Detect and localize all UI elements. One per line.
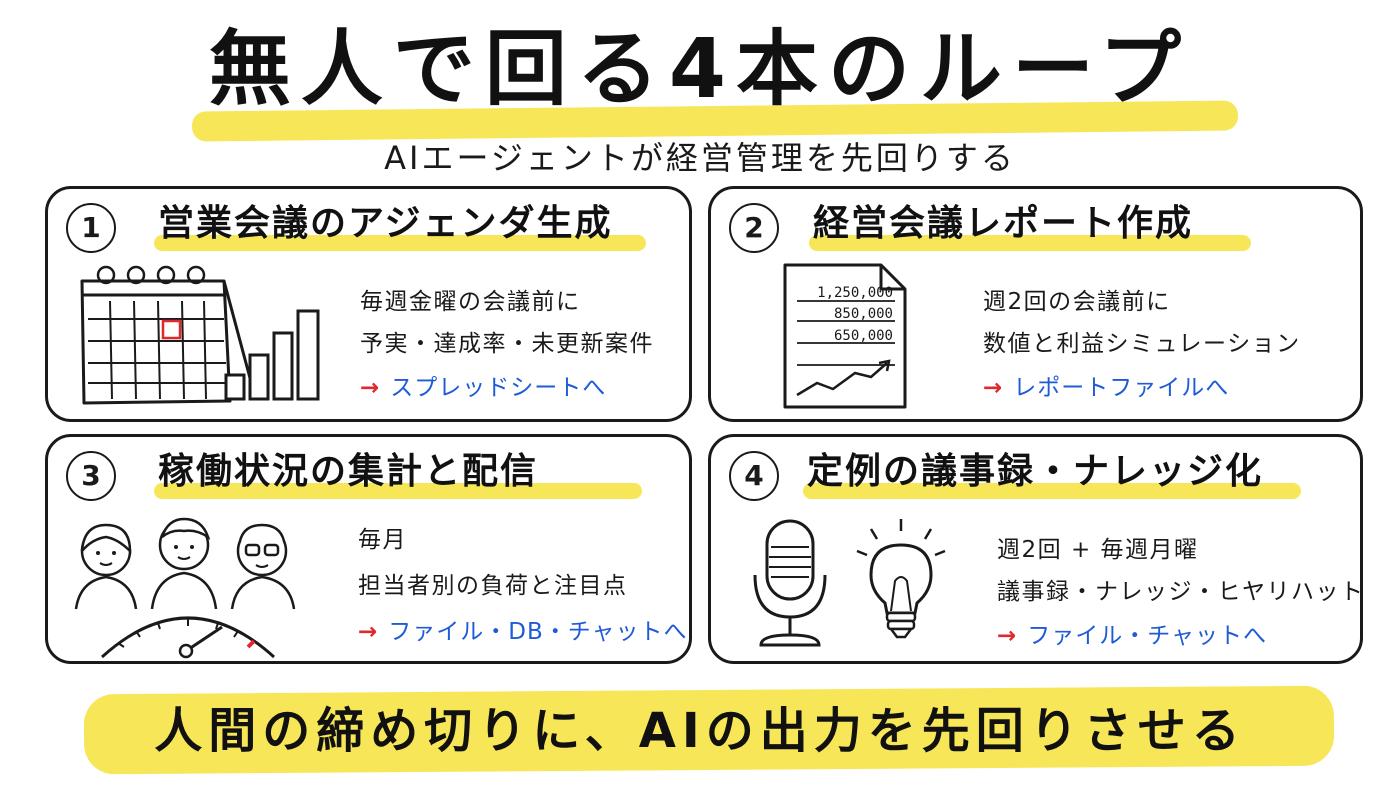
report-value-1: 1,250,000	[817, 285, 893, 301]
footer-tagline: 人間の締め切りに、AIの出力を先回りさせる	[154, 703, 1246, 759]
card-4-line-1: 週2回 + 毎週月曜	[997, 537, 1199, 563]
loop-card-4: 4 定例の議事録・ナレッジ化 週2回 + 毎週月曜 議事録・ナレッジ・ヒヤリハッ…	[708, 434, 1363, 664]
arrow-icon: →	[983, 375, 1004, 401]
card-heading-highlight-4	[803, 483, 1301, 499]
card-heading-1: 営業会議のアジェンダ生成	[158, 203, 613, 244]
arrow-icon: →	[358, 619, 379, 645]
card-4-line-2: 議事録・ナレッジ・ヒヤリハット	[997, 579, 1365, 605]
card-number-4: 4	[729, 451, 779, 501]
calendar-icon	[80, 265, 256, 405]
gauge-icon	[100, 616, 276, 659]
card-1-line-1: 毎週金曜の会議前に	[360, 289, 581, 315]
card-heading-2: 経営会議レポート作成	[813, 203, 1194, 244]
report-value-3: 650,000	[834, 328, 893, 344]
card-2-line-1: 週2回の会議前に	[983, 289, 1171, 315]
card-3-line-1: 毎月	[358, 527, 407, 553]
card-2-line-2: 数値と利益シミュレーション	[983, 331, 1301, 357]
card-3-link[interactable]: → ファイル・DB・チャットへ	[358, 617, 688, 647]
card-2-link[interactable]: → レポートファイルへ	[983, 373, 1229, 403]
card-number-2: 2	[729, 203, 779, 253]
card-1-line-2: 予実・達成率・未更新案件	[360, 331, 654, 357]
arrow-icon: →	[360, 375, 381, 401]
lightbulb-icon	[856, 519, 946, 639]
card-number-3: 3	[66, 451, 116, 501]
card-4-link-text[interactable]: ファイル・チャットへ	[1027, 623, 1268, 649]
card-heading-highlight-2	[809, 235, 1251, 251]
page-subtitle: AIエージェントが経営管理を先回りする	[384, 139, 1016, 177]
people-icon	[74, 517, 296, 610]
card-number-1: 1	[66, 203, 116, 253]
card-2-link-text[interactable]: レポートファイルへ	[1013, 375, 1230, 401]
report-value-2: 850,000	[834, 306, 893, 322]
loop-card-3: 3 稼働状況の集計と配信	[45, 434, 692, 664]
card-3-line-2: 担当者別の負荷と注目点	[358, 573, 628, 599]
card-heading-highlight-1	[154, 235, 646, 251]
report-document-icon: 1,250,000 850,000 650,000	[783, 263, 907, 409]
card-1-link-text[interactable]: スプレッドシートへ	[390, 375, 607, 401]
card-3-link-text[interactable]: ファイル・DB・チャットへ	[388, 619, 688, 645]
arrow-icon: →	[997, 623, 1018, 649]
card-heading-3: 稼働状況の集計と配信	[158, 451, 539, 492]
microphone-icon	[753, 519, 827, 647]
loop-card-2: 2 経営会議レポート作成 1,250,000 850,000 650,000 週…	[708, 186, 1363, 422]
title-area: 無人で回る4本のループ	[0, 8, 1400, 142]
card-heading-4: 定例の議事録・ナレッジ化	[807, 451, 1264, 492]
loop-card-1: 1 営業会議のアジェンダ生成 毎週金曜の会議前に 予実・達成率・未更新案件 → ス…	[45, 186, 692, 422]
bar-chart-icon	[224, 309, 320, 401]
card-4-link[interactable]: → ファイル・チャットへ	[997, 621, 1267, 651]
page-title: 無人で回る4本のループ	[208, 22, 1192, 117]
card-1-link[interactable]: → スプレッドシートへ	[360, 373, 606, 403]
card-heading-highlight-3	[154, 483, 642, 499]
